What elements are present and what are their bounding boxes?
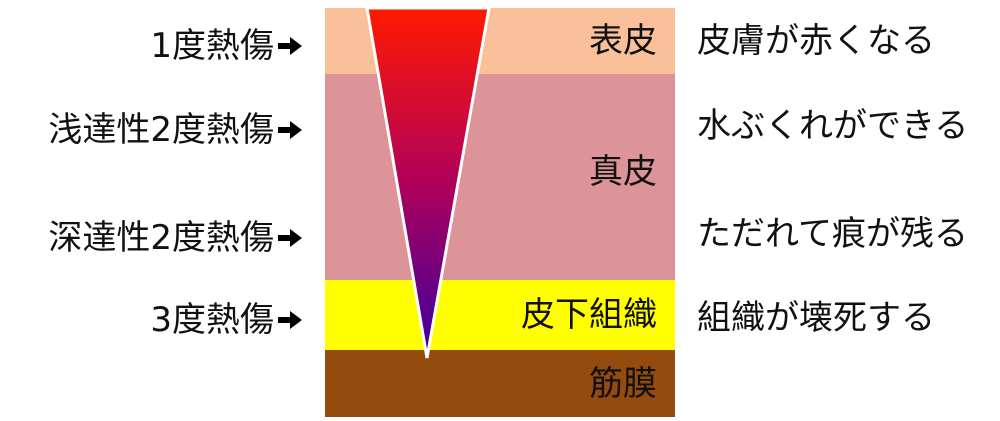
layer-name-fascia: 筋膜 <box>589 364 657 404</box>
burn-degree-2-deep: 深達性2度熱傷 <box>48 218 304 258</box>
burn-degree-2-superficial-label: 浅達性2度熱傷 <box>48 110 274 150</box>
burn-degree-2-superficial: 浅達性2度熱傷 <box>48 110 304 150</box>
arrow-right-icon <box>278 228 302 247</box>
arrow-right-icon <box>278 36 302 55</box>
burn-degree-1: 1度熱傷 <box>150 26 304 66</box>
burn-degree-3: 3度熱傷 <box>150 300 304 340</box>
effect-redness: 皮膚が赤くなる <box>697 21 935 61</box>
effect-scarring: ただれて痕が残る <box>697 214 968 254</box>
arrow-right-icon <box>278 310 302 329</box>
layer-name-dermis: 真皮 <box>589 152 657 192</box>
burn-degree-1-label: 1度熱傷 <box>150 26 274 66</box>
burn-degree-3-label: 3度熱傷 <box>150 300 274 340</box>
layer-name-subcutaneous: 皮下組織 <box>521 295 657 335</box>
arrow-right-icon <box>278 120 302 139</box>
effect-necrosis: 組織が壊死する <box>697 298 935 338</box>
layer-name-epidermis: 表皮 <box>589 21 657 61</box>
layer-subcutaneous: 皮下組織 <box>325 280 675 350</box>
layer-dermis: 真皮 <box>325 74 675 280</box>
layer-fascia: 筋膜 <box>325 350 675 417</box>
effect-blisters: 水ぶくれができる <box>697 106 969 146</box>
layer-epidermis: 表皮 <box>325 8 675 74</box>
burn-degree-2-deep-label: 深達性2度熱傷 <box>48 218 274 258</box>
